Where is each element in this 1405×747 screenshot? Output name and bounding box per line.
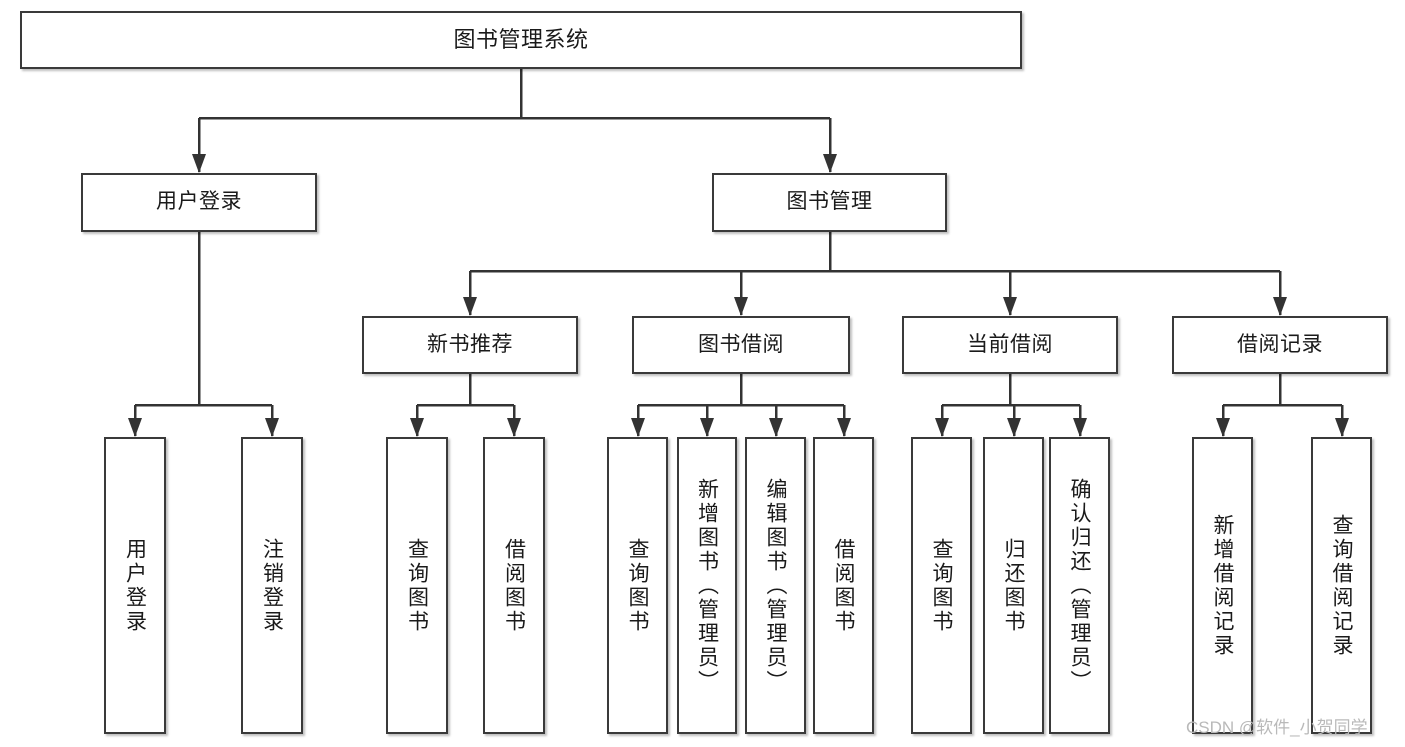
node-leaf-re-query[interactable]: 查询借阅记录 — [1311, 437, 1372, 734]
node-label: 借阅图书 — [832, 537, 855, 634]
node-leaf-cu-query[interactable]: 查询图书 — [911, 437, 972, 734]
node-label: 借阅图书 — [502, 537, 526, 634]
node-borrow[interactable]: 图书借阅 — [632, 316, 850, 374]
node-newbook[interactable]: 新书推荐 — [362, 316, 578, 374]
node-label: 查询图书 — [626, 537, 649, 634]
node-label: 确认归还（管理员） — [1068, 477, 1091, 694]
node-current[interactable]: 当前借阅 — [902, 316, 1118, 374]
node-label: 新增借阅记录 — [1211, 513, 1234, 658]
node-leaf-cu-confirm[interactable]: 确认归还（管理员） — [1049, 437, 1110, 734]
node-root[interactable]: 图书管理系统 — [20, 11, 1022, 69]
node-leaf-bo-query[interactable]: 查询图书 — [607, 437, 668, 734]
node-leaf-cu-return[interactable]: 归还图书 — [983, 437, 1044, 734]
node-label: 查询借阅记录 — [1330, 513, 1353, 658]
node-label: 编辑图书（管理员） — [764, 477, 787, 694]
node-label: 当前借阅 — [967, 332, 1053, 356]
node-label: 用户登录 — [156, 190, 242, 214]
node-leaf-nb-query[interactable]: 查询图书 — [386, 437, 448, 734]
node-label: 用户登录 — [123, 537, 147, 634]
node-leaf-bo-lend[interactable]: 借阅图书 — [813, 437, 874, 734]
node-label: 图书管理系统 — [453, 27, 589, 53]
node-bookmgmt[interactable]: 图书管理 — [712, 173, 947, 232]
node-leaf-re-add[interactable]: 新增借阅记录 — [1192, 437, 1253, 734]
node-label: 查询图书 — [930, 537, 953, 634]
node-leaf-user-login[interactable]: 用户登录 — [104, 437, 166, 734]
node-label: 图书借阅 — [698, 332, 784, 356]
watermark: CSDN @软件_小贺同学 — [1186, 718, 1368, 737]
node-leaf-bo-edit[interactable]: 编辑图书（管理员） — [745, 437, 806, 734]
node-label: 新增图书（管理员） — [695, 477, 719, 694]
node-leaf-bo-add[interactable]: 新增图书（管理员） — [677, 437, 737, 734]
node-label: 归还图书 — [1002, 537, 1025, 634]
node-label: 借阅记录 — [1237, 332, 1323, 356]
node-label: 查询图书 — [405, 537, 429, 634]
node-leaf-user-logout[interactable]: 注销登录 — [241, 437, 303, 734]
node-leaf-nb-borrow[interactable]: 借阅图书 — [483, 437, 545, 734]
node-label: 图书管理 — [786, 190, 873, 214]
node-records[interactable]: 借阅记录 — [1172, 316, 1388, 374]
node-label: 新书推荐 — [427, 332, 513, 356]
node-login[interactable]: 用户登录 — [81, 173, 317, 232]
node-label: 注销登录 — [260, 537, 284, 634]
